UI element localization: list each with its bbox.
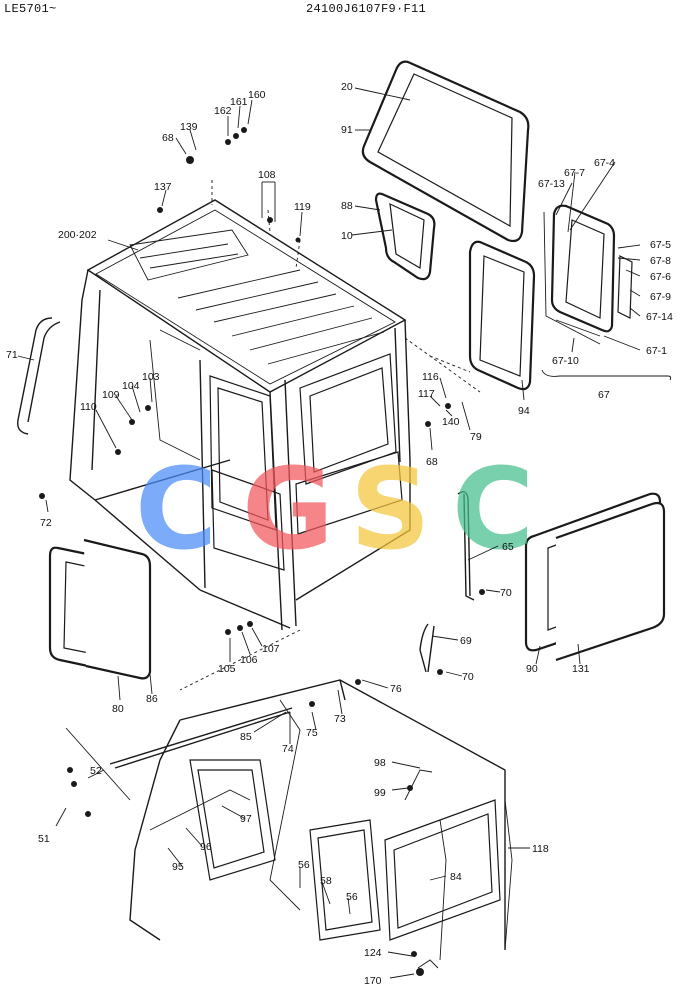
label-160: 160 (248, 89, 266, 101)
label-97: 97 (240, 813, 252, 825)
label-162: 162 (214, 105, 232, 117)
label-96: 96 (200, 841, 212, 853)
fasteners (39, 127, 485, 976)
label-80: 80 (112, 703, 124, 715)
label-105: 105 (218, 663, 236, 675)
label-71: 71 (6, 349, 18, 361)
window-94-assembly (468, 240, 536, 391)
window-80-assembly (48, 538, 152, 680)
label-104: 104 (122, 380, 140, 392)
watermark-logo: C G S C (135, 445, 534, 575)
label-200-202: 200·202 (58, 229, 97, 241)
label-67-9: 67-9 (650, 291, 671, 303)
label-52: 52 (90, 765, 102, 777)
label-117: 117 (418, 388, 435, 400)
label-131: 131 (572, 663, 590, 675)
label-67-14: 67-14 (646, 311, 673, 323)
label-95: 95 (172, 861, 184, 873)
label-137: 137 (154, 181, 172, 193)
label-67-1: 67-1 (646, 345, 667, 357)
label-107: 107 (262, 643, 280, 655)
label-76: 76 (390, 683, 402, 695)
label-20: 20 (341, 81, 353, 93)
leader-lines (17, 87, 641, 979)
label-118: 118 (532, 843, 549, 855)
label-56-lower: 56 (346, 891, 358, 903)
label-106: 106 (240, 654, 258, 666)
label-67-5: 67-5 (650, 239, 671, 251)
cab-frame (69, 180, 481, 691)
label-70-lower: 70 (462, 671, 474, 683)
window-67-assembly (429, 204, 672, 381)
label-73: 73 (334, 713, 346, 725)
watermark-letter-g: G (242, 445, 334, 575)
drawing-code-label: 24100J6107F9·F11 (306, 2, 427, 16)
label-98: 98 (374, 757, 386, 769)
label-116: 116 (422, 371, 439, 383)
label-91: 91 (341, 124, 353, 136)
label-170: 170 (364, 975, 382, 987)
label-68-mid: 68 (426, 456, 438, 468)
label-67: 67 (598, 389, 610, 401)
label-58: 58 (320, 875, 332, 887)
lower-cab-frame (65, 679, 513, 969)
label-139: 139 (180, 121, 198, 133)
label-108: 108 (258, 169, 276, 181)
label-110: 110 (80, 401, 97, 413)
part-number-labels: 20 91 88 10 94 67-4 67-7 67-13 67-5 67-8… (6, 81, 673, 987)
window-20-assembly (361, 60, 530, 243)
label-84: 84 (450, 871, 462, 883)
watermark-letter-c1: C (135, 445, 217, 575)
label-94: 94 (518, 405, 530, 417)
label-74: 74 (282, 743, 294, 755)
label-67-13: 67-13 (538, 178, 565, 190)
window-10-assembly (374, 192, 436, 281)
label-67-4: 67-4 (594, 157, 615, 169)
label-65: 65 (502, 541, 514, 553)
label-140: 140 (442, 416, 460, 428)
label-67-10: 67-10 (552, 355, 579, 367)
label-119: 119 (294, 201, 311, 213)
label-68-top: 68 (162, 132, 174, 144)
label-88: 88 (341, 200, 353, 212)
label-109: 109 (102, 389, 120, 401)
serial-range-label: LE5701~ (4, 2, 57, 16)
label-67-7: 67-7 (564, 167, 585, 179)
label-99: 99 (374, 787, 386, 799)
watermark-letter-c2: C (452, 445, 534, 575)
label-56-upper: 56 (298, 859, 310, 871)
label-90: 90 (526, 663, 538, 675)
label-124: 124 (364, 947, 382, 959)
label-79: 79 (470, 431, 482, 443)
label-75: 75 (306, 727, 318, 739)
label-161: 161 (230, 96, 248, 108)
label-69: 69 (460, 635, 472, 647)
label-103: 103 (142, 371, 160, 383)
label-67-6: 67-6 (650, 271, 671, 283)
label-72: 72 (40, 517, 52, 529)
window-90-assembly (524, 492, 666, 662)
label-10: 10 (341, 230, 353, 242)
watermark-letter-s: S (350, 445, 431, 575)
label-86: 86 (146, 693, 158, 705)
label-85: 85 (240, 731, 252, 743)
label-67-8: 67-8 (650, 255, 671, 267)
label-70-upper: 70 (500, 587, 512, 599)
label-51: 51 (38, 833, 50, 845)
handrails (17, 317, 475, 673)
